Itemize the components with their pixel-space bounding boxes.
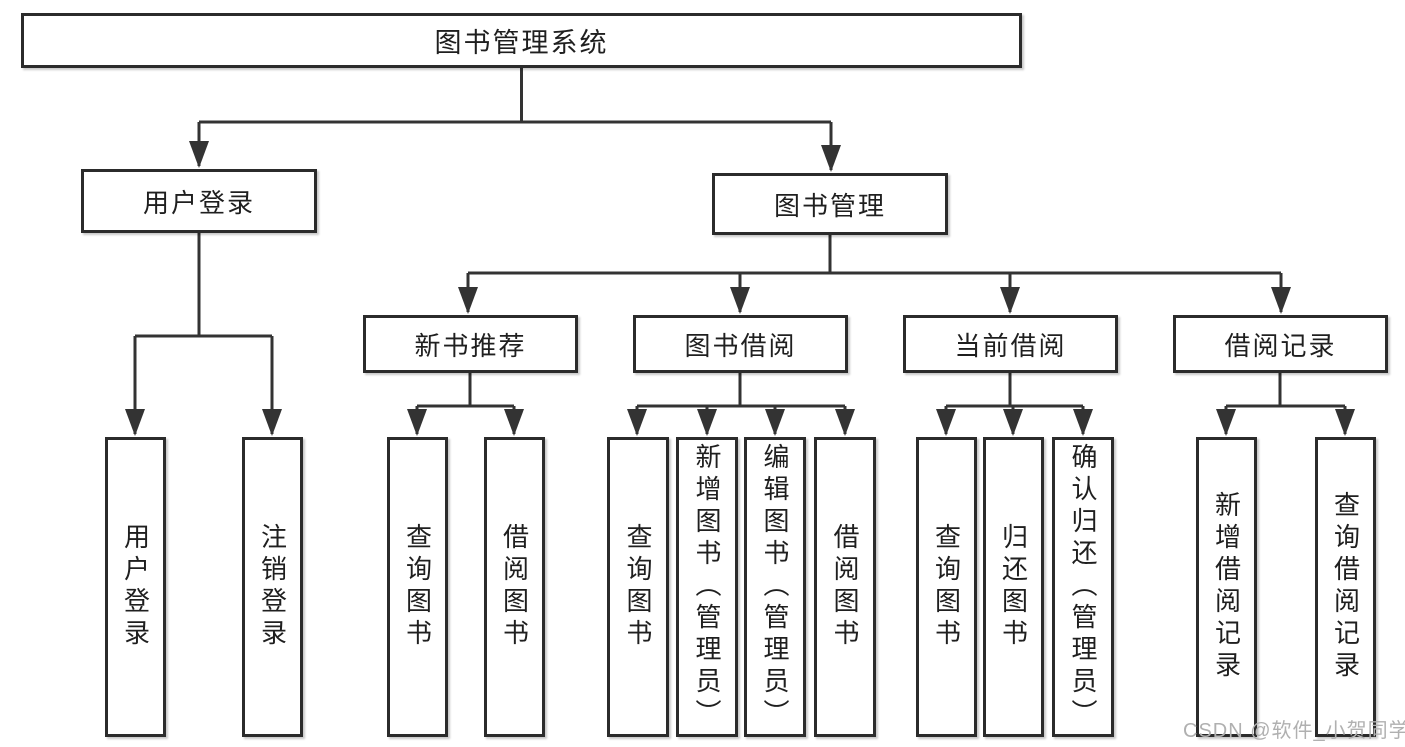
node-root: 图书管理系统 bbox=[21, 13, 1022, 68]
node-borrow-records-label: 借阅记录 bbox=[1224, 330, 1337, 361]
node-book-borrow-label: 图书借阅 bbox=[684, 330, 797, 361]
leaf-bb-borrow-books-label: 借阅图书 bbox=[830, 523, 860, 651]
leaf-bb-edit-books-admin: 编辑图书（管理员） bbox=[744, 437, 806, 737]
leaf-cb-query-books-label: 查询图书 bbox=[931, 523, 962, 651]
leaf-bb-edit-books-admin-label: 编辑图书（管理员） bbox=[760, 443, 790, 731]
leaf-bb-add-books-admin: 新增图书（管理员） bbox=[676, 437, 738, 737]
leaf-bb-query-books: 查询图书 bbox=[607, 437, 669, 737]
leaf-br-add-record: 新增借阅记录 bbox=[1196, 437, 1257, 737]
leaf-user-login-label: 用户登录 bbox=[120, 523, 151, 651]
node-book-management: 图书管理 bbox=[712, 173, 948, 235]
leaf-br-add-record-label: 新增借阅记录 bbox=[1211, 491, 1242, 683]
leaf-bb-query-books-label: 查询图书 bbox=[623, 523, 653, 651]
node-current-borrow: 当前借阅 bbox=[903, 315, 1118, 373]
node-book-borrow: 图书借阅 bbox=[633, 315, 848, 373]
node-root-label: 图书管理系统 bbox=[434, 28, 609, 58]
leaf-nb-borrow-books: 借阅图书 bbox=[484, 437, 545, 737]
arrowhead-icons bbox=[125, 141, 1355, 436]
leaf-br-query-record-label: 查询借阅记录 bbox=[1330, 491, 1361, 683]
leaf-nb-borrow-books-label: 借阅图书 bbox=[499, 523, 530, 651]
node-current-borrow-label: 当前借阅 bbox=[954, 330, 1067, 361]
connector-edges bbox=[133, 68, 1347, 434]
node-borrow-records: 借阅记录 bbox=[1173, 315, 1388, 373]
node-user-login: 用户登录 bbox=[81, 169, 317, 233]
leaf-logout: 注销登录 bbox=[242, 437, 303, 737]
leaf-bb-add-books-admin-label: 新增图书（管理员） bbox=[692, 443, 722, 731]
node-book-management-label: 图书管理 bbox=[773, 190, 886, 221]
csdn-watermark: CSDN @软件_小贺同学 bbox=[1183, 720, 1405, 742]
leaf-cb-confirm-return-admin: 确认归还（管理员） bbox=[1052, 437, 1114, 737]
leaf-nb-query-books-label: 查询图书 bbox=[402, 523, 433, 651]
node-user-login-label: 用户登录 bbox=[142, 187, 255, 218]
leaf-cb-return-books-label: 归还图书 bbox=[998, 523, 1029, 651]
leaf-cb-confirm-return-admin-label: 确认归还（管理员） bbox=[1068, 443, 1098, 731]
leaf-logout-label: 注销登录 bbox=[257, 523, 288, 651]
node-new-book-recommend-label: 新书推荐 bbox=[414, 330, 527, 361]
leaf-br-query-record: 查询借阅记录 bbox=[1315, 437, 1376, 737]
leaf-cb-return-books: 归还图书 bbox=[983, 437, 1044, 737]
leaf-user-login: 用户登录 bbox=[105, 437, 166, 737]
leaf-bb-borrow-books: 借阅图书 bbox=[814, 437, 876, 737]
node-new-book-recommend: 新书推荐 bbox=[363, 315, 578, 373]
leaf-cb-query-books: 查询图书 bbox=[916, 437, 977, 737]
leaf-nb-query-books: 查询图书 bbox=[387, 437, 448, 737]
